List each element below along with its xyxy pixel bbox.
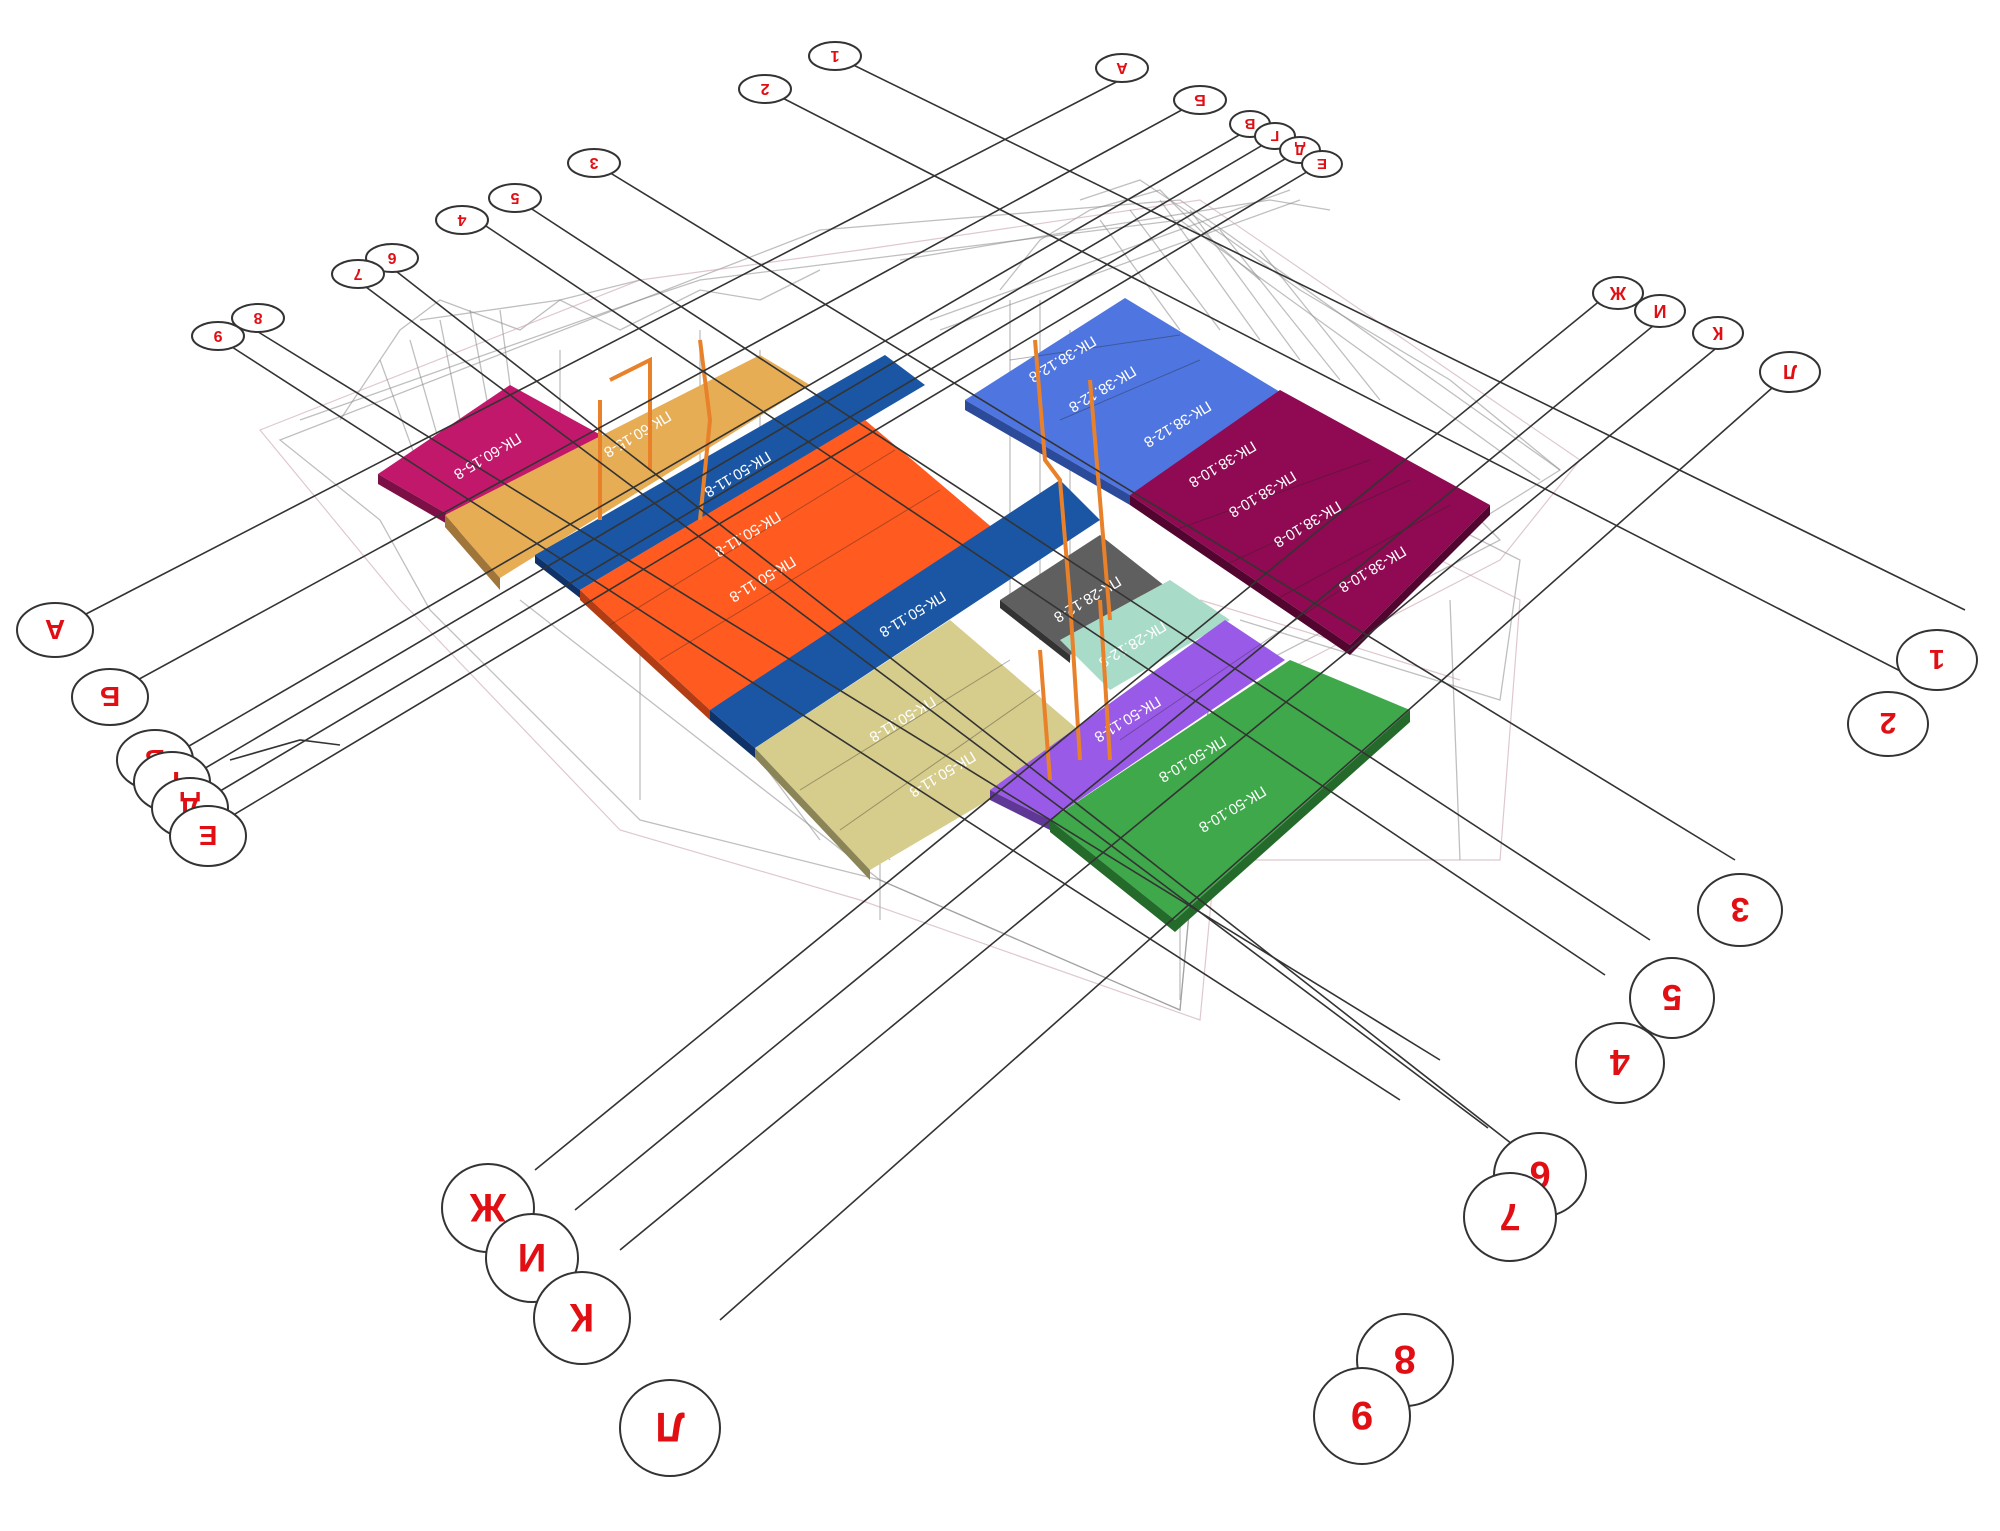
axis-bubble-1-top[interactable]: 1 xyxy=(808,41,862,71)
axis-label: Л xyxy=(655,1404,684,1451)
axis-label: 2 xyxy=(1880,706,1897,739)
axis-label: 4 xyxy=(457,211,466,228)
axis-label: Л xyxy=(1783,360,1797,382)
axis-bubble-9-right[interactable]: 9 xyxy=(1313,1367,1411,1465)
axis-label: 2 xyxy=(760,80,769,97)
axis-label: Е xyxy=(199,820,218,851)
axis-label: 4 xyxy=(1610,1042,1630,1083)
axis-label: А xyxy=(45,614,65,645)
axis-label: Г xyxy=(1270,127,1279,144)
axis-bubble-b-top[interactable]: Б xyxy=(1173,85,1227,115)
slab-beige[interactable] xyxy=(755,620,1090,870)
axis-label: Д xyxy=(1294,141,1305,158)
axis-label: В xyxy=(1244,115,1255,132)
axis-label: 7 xyxy=(1499,1195,1520,1237)
slab-blue-top[interactable] xyxy=(535,355,925,590)
leader-lines xyxy=(54,55,1966,1321)
axis-label: 5 xyxy=(510,189,519,206)
axis-bubble-l-top[interactable]: Л xyxy=(1759,351,1821,393)
axis-label: Ж xyxy=(469,1185,507,1229)
axis-bubble-zh-top[interactable]: Ж xyxy=(1592,276,1644,310)
axis-label: Е xyxy=(1317,155,1327,172)
axis-bubble-1-right[interactable]: 1 xyxy=(1896,629,1978,691)
axis-bubble-e-left[interactable]: Е xyxy=(169,805,247,867)
axis-label: 9 xyxy=(1351,1393,1373,1437)
axis-bubble-5-right[interactable]: 5 xyxy=(1629,957,1715,1039)
axis-label: А xyxy=(1116,59,1128,76)
axis-bubble-e-top[interactable]: Е xyxy=(1301,150,1343,178)
axis-bubble-2-right[interactable]: 2 xyxy=(1847,691,1929,757)
axis-bubble-a-top[interactable]: А xyxy=(1095,53,1149,83)
axis-label: 1 xyxy=(830,47,839,64)
axis-label: 8 xyxy=(1394,1337,1416,1381)
axis-label: Ж xyxy=(1609,283,1627,303)
slabs xyxy=(378,298,1490,932)
axis-label: 6 xyxy=(387,249,396,266)
axis-label: 9 xyxy=(213,327,222,344)
axis-bubbles: 1 2 3 5 4 6 7 8 xyxy=(16,41,1978,1477)
axis-bubble-l-bottom[interactable]: Л xyxy=(619,1379,721,1477)
axis-bubble-5-top[interactable]: 5 xyxy=(488,183,542,213)
slab-gray[interactable] xyxy=(1000,535,1170,655)
axis-bubble-b-left[interactable]: Б xyxy=(71,668,149,726)
axis-bubble-i-top[interactable]: И xyxy=(1634,294,1686,328)
axis-label: И xyxy=(1654,301,1667,321)
axis-bubble-7-top[interactable]: 7 xyxy=(331,259,385,289)
axis-bubble-4-top[interactable]: 4 xyxy=(435,205,489,235)
axis-bubble-3-top[interactable]: 3 xyxy=(567,148,621,178)
axis-bubble-8-top[interactable]: 8 xyxy=(231,303,285,333)
axis-bubble-9-top[interactable]: 9 xyxy=(191,321,245,351)
axis-label: 1 xyxy=(1929,644,1945,675)
axis-label: 7 xyxy=(353,265,362,282)
slab-blue-bottom[interactable] xyxy=(710,480,1100,748)
axis-bubble-7-right[interactable]: 7 xyxy=(1463,1172,1557,1262)
axis-label: 8 xyxy=(253,309,262,326)
axis-label: И xyxy=(518,1235,547,1279)
axis-label: 5 xyxy=(1662,977,1682,1018)
axis-bubble-k-bottom[interactable]: К xyxy=(533,1271,631,1365)
axis-bubble-2-top[interactable]: 2 xyxy=(738,74,792,104)
axis-label: Б xyxy=(100,681,120,712)
axis-label: К xyxy=(1712,323,1724,343)
pipes xyxy=(598,339,1112,781)
slab-gold[interactable] xyxy=(445,355,810,578)
slab-purple[interactable] xyxy=(990,620,1285,820)
axis-label: Б xyxy=(1194,91,1206,108)
axis-label: К xyxy=(569,1295,594,1339)
axis-bubble-a-left[interactable]: А xyxy=(16,602,94,658)
slab-magenta[interactable] xyxy=(378,385,610,530)
axis-bubble-k-top[interactable]: К xyxy=(1692,316,1744,350)
axis-bubble-3-right[interactable]: 3 xyxy=(1697,873,1783,947)
slab-maroon[interactable] xyxy=(1130,390,1490,645)
axis-label: 3 xyxy=(1731,890,1750,928)
axis-label: 3 xyxy=(589,154,598,171)
axis-bubble-4-right[interactable]: 4 xyxy=(1575,1022,1665,1104)
